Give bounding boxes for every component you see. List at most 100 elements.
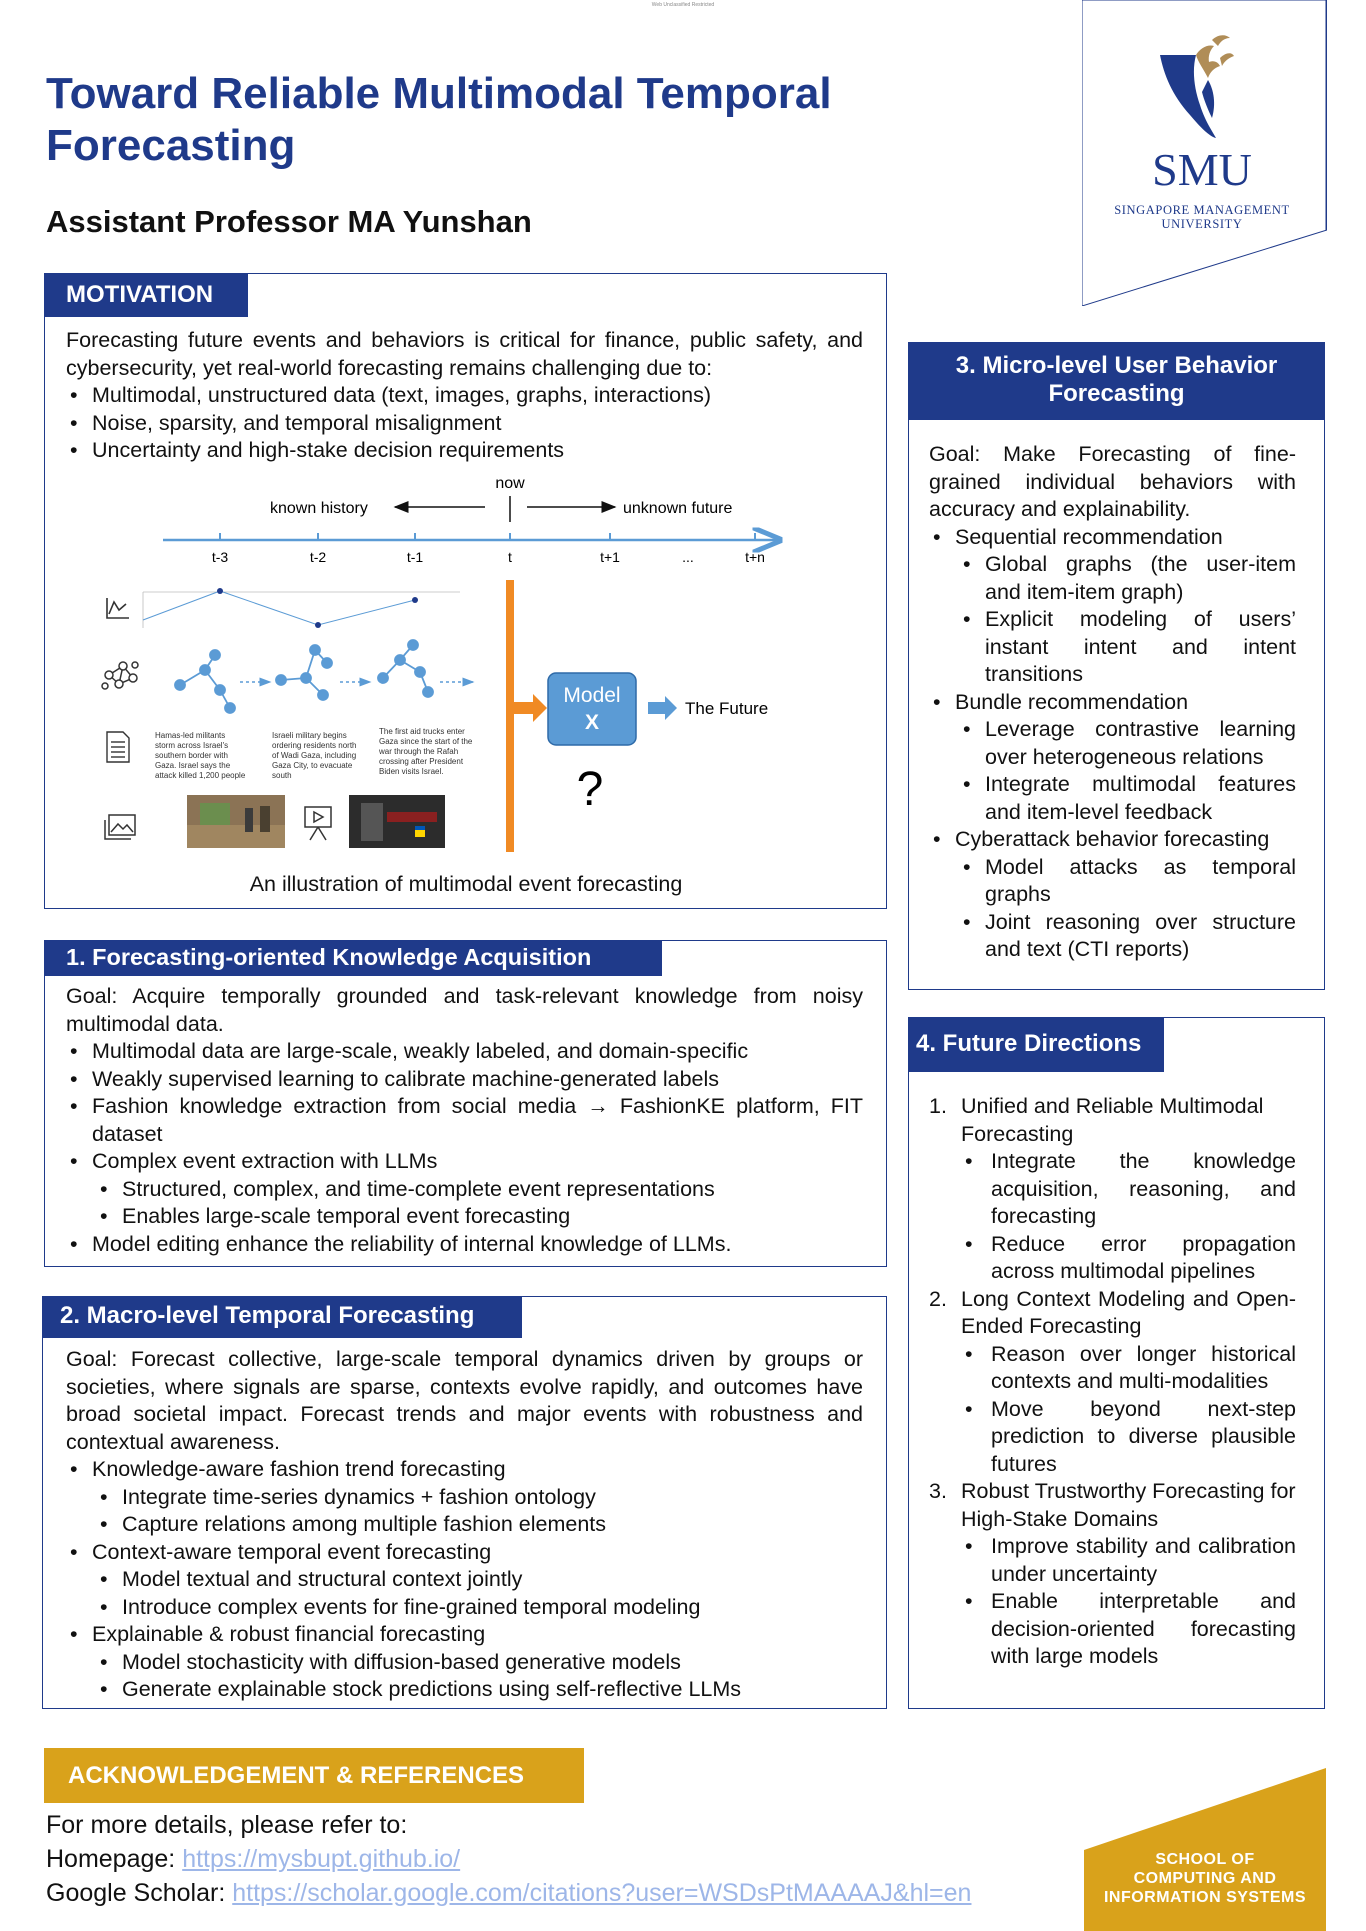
list-item: Sequential recommendation: [929, 524, 1296, 552]
document-icon: [106, 731, 130, 763]
list-item: Unified and Reliable Multimodal Forecast…: [929, 1093, 1296, 1148]
video-icon: [304, 806, 332, 841]
author-name: Assistant Professor MA Yunshan: [46, 204, 532, 239]
list-item: Leverage contrastive learning over heter…: [929, 716, 1296, 771]
news-photo-2: [349, 795, 445, 848]
smu-line1: SINGAPORE MANAGEMENT: [1114, 203, 1290, 217]
model-label: Model: [563, 684, 620, 707]
list-item: Context-aware temporal event forecasting: [66, 1539, 863, 1567]
graph-snapshots: [174, 639, 434, 714]
ack-heading: ACKNOWLEDGEMENT & REFERENCES: [44, 1748, 584, 1803]
list-item: Fashion knowledge extraction from social…: [66, 1093, 863, 1148]
list-item: Integrate the knowledge acquisition, rea…: [929, 1148, 1296, 1231]
list-item: Model stochasticity with diffusion-based…: [66, 1649, 863, 1677]
tick-label: t+1: [600, 549, 620, 565]
model-x-label: X: [585, 711, 599, 734]
motivation-body: Forecasting future events and behaviors …: [66, 327, 863, 465]
list-item: Complex event extraction with LLMs: [66, 1148, 863, 1176]
section1-goal: Goal: Acquire temporally grounded and ta…: [66, 984, 863, 1036]
list-item: Explainable & robust financial forecasti…: [66, 1621, 863, 1649]
multimodal-forecasting-diagram: now known history unknown future t-3 t-2…: [95, 470, 835, 860]
list-item: Model editing enhance the reliability of…: [66, 1231, 863, 1259]
tick-label: ...: [682, 549, 694, 565]
list-item: Enable interpretable and decision-orient…: [929, 1588, 1296, 1671]
section1-body: Goal: Acquire temporally grounded and ta…: [66, 983, 863, 1258]
section3-goal: Goal: Make Forecasting of fine-grained i…: [929, 442, 1296, 521]
list-item: Structured, complex, and time-complete e…: [66, 1176, 863, 1204]
graph-network-icon: [101, 661, 139, 690]
homepage-row: Homepage: https://mysbupt.github.io/: [46, 1842, 971, 1876]
school-name: SCHOOL OF COMPUTING AND INFORMATION SYST…: [1103, 1851, 1307, 1906]
section4-body: Unified and Reliable Multimodal Forecast…: [929, 1093, 1296, 1671]
list-item: Weakly supervised learning to calibrate …: [66, 1066, 863, 1094]
motivation-heading: MOTIVATION: [44, 273, 248, 317]
list-item: Long Context Modeling and Open-Ended For…: [929, 1286, 1296, 1341]
list-item: Multimodal, unstructured data (text, ima…: [66, 382, 863, 410]
list-item: Model textual and structural context joi…: [66, 1566, 863, 1594]
ack-intro: For more details, please refer to:: [46, 1811, 408, 1839]
list-item: Bundle recommendation: [929, 689, 1296, 717]
motivation-intro: Forecasting future events and behaviors …: [66, 328, 863, 380]
motivation-section: [44, 273, 887, 909]
section3-list: Sequential recommendation Global graphs …: [929, 524, 1296, 964]
time-series-plot: [142, 588, 460, 628]
tick-label: t-3: [212, 549, 229, 565]
list-item: Explicit modeling of users’ instant inte…: [929, 606, 1296, 689]
list-item: Integrate time-series dynamics + fashion…: [66, 1484, 863, 1512]
section1-heading: 1. Forecasting-oriented Knowledge Acquis…: [44, 940, 662, 976]
list-item: Move beyond next-step prediction to dive…: [929, 1396, 1296, 1479]
diagram-caption: An illustration of multimodal event fore…: [249, 872, 683, 896]
tick-label: t: [508, 549, 512, 565]
list-item: Integrate multimodal features and item-l…: [929, 771, 1296, 826]
school-badge: [1084, 1768, 1326, 1931]
homepage-link[interactable]: https://mysbupt.github.io/: [182, 1845, 461, 1873]
news-snippet-2: Israeli military begins ordering residen…: [272, 731, 359, 780]
list-item: Improve stability and calibration under …: [929, 1533, 1296, 1588]
ack-body: For more details, please refer to: Homep…: [46, 1808, 971, 1910]
smu-logo: SMU SINGAPORE MANAGEMENT UNIVERSITY: [1081, 0, 1328, 307]
list-item: Enables large-scale temporal event forec…: [66, 1203, 863, 1231]
lion-emblem-icon: [1160, 35, 1234, 138]
section4-list: Unified and Reliable Multimodal Forecast…: [929, 1093, 1296, 1671]
section2-heading: 2. Macro-level Temporal Forecasting: [42, 1296, 522, 1338]
model-x-box: Model X: [547, 672, 637, 746]
list-item: Multimodal data are large-scale, weakly …: [66, 1038, 863, 1066]
classification-label: Web Unclassified Restricted: [651, 2, 715, 8]
news-photo-1: [187, 795, 285, 848]
list-item: Introduce complex events for fine-graine…: [66, 1594, 863, 1622]
image-gallery-icon: [104, 814, 136, 840]
list-item: Cyberattack behavior forecasting: [929, 826, 1296, 854]
unknown-future-label: unknown future: [623, 500, 733, 517]
question-mark: ?: [577, 763, 604, 816]
section3-heading: 3. Micro-level User Behavior Forecasting: [908, 342, 1325, 420]
list-item: Noise, sparsity, and temporal misalignme…: [66, 410, 863, 438]
homepage-label: Homepage:: [46, 1845, 183, 1873]
section2-body: Goal: Forecast collective, large-scale t…: [66, 1346, 863, 1704]
section2-goal: Goal: Forecast collective, large-scale t…: [66, 1347, 863, 1454]
list-item: Robust Trustworthy Forecasting for High-…: [929, 1478, 1296, 1533]
news-snippet-1: Hamas-led militants storm across Israel'…: [155, 731, 246, 780]
list-item: Reason over longer historical contexts a…: [929, 1341, 1296, 1396]
section4-heading: 4. Future Directions: [908, 1017, 1164, 1072]
list-item: Uncertainty and high-stake decision requ…: [66, 437, 863, 465]
list-item: Knowledge-aware fashion trend forecastin…: [66, 1456, 863, 1484]
the-future-label: The Future: [685, 699, 768, 718]
tick-label: t+n: [745, 549, 765, 565]
tick-label: t-1: [407, 549, 424, 565]
news-snippet-3: The first aid trucks enter Gaza since th…: [378, 727, 475, 776]
scholar-label: Google Scholar:: [46, 1879, 233, 1907]
scholar-row: Google Scholar: https://scholar.google.c…: [46, 1876, 971, 1910]
smu-wordmark: SMU: [1152, 144, 1252, 195]
poster-title: Toward Reliable Multimodal Temporal Fore…: [46, 69, 832, 170]
section3-heading-line2: Forecasting: [1048, 380, 1185, 407]
scholar-link[interactable]: https://scholar.google.com/citations?use…: [232, 1879, 972, 1907]
list-item: Global graphs (the user-item and item-it…: [929, 551, 1296, 606]
smu-line2: UNIVERSITY: [1162, 217, 1243, 231]
line-chart-icon: [106, 598, 129, 619]
list-item: Capture relations among multiple fashion…: [66, 1511, 863, 1539]
list-item: Joint reasoning over structure and text …: [929, 909, 1296, 964]
tick-label: t-2: [310, 549, 327, 565]
section1-list: Multimodal data are large-scale, weakly …: [66, 1038, 863, 1258]
motivation-list: Multimodal, unstructured data (text, ima…: [66, 382, 863, 465]
list-item: Generate explainable stock predictions u…: [66, 1676, 863, 1704]
